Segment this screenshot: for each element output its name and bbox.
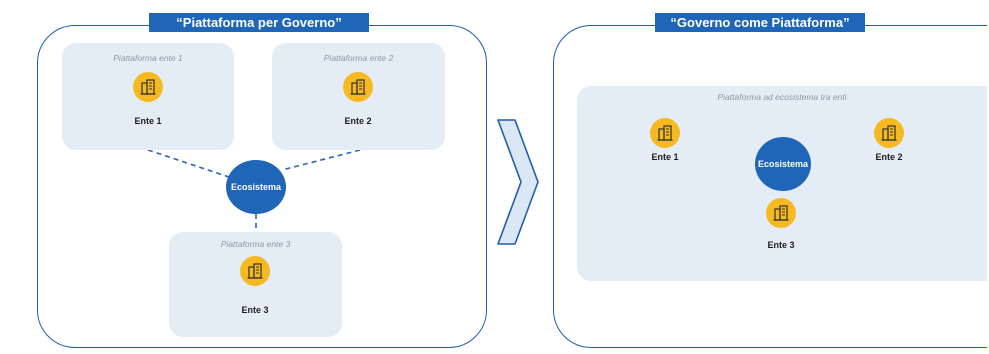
platform-label: Piattaforma ad ecosistema tra enti	[717, 92, 847, 102]
title-left: “Piattaforma per Governo”	[149, 13, 369, 32]
entity-label-ente-2: Ente 2	[875, 152, 903, 162]
building-icon	[766, 198, 796, 228]
entity-label-ente-1: Ente 1	[651, 152, 679, 162]
platform-label: Piattaforma ente 1	[113, 53, 183, 63]
link-ente2-ecosistema	[281, 149, 361, 171]
building-icon	[240, 256, 270, 286]
chevron-right-icon	[497, 119, 539, 245]
title-right: “Governo come Piattaforma”	[655, 13, 865, 32]
entity-label-ente-3: Ente 3	[241, 305, 269, 315]
link-ente1-ecosistema	[147, 149, 233, 179]
building-icon	[343, 72, 373, 102]
building-icon	[133, 72, 163, 102]
entity-label-ente-2: Ente 2	[344, 116, 372, 126]
entity-label-ente-3: Ente 3	[767, 240, 795, 250]
platform-label: Piattaforma ente 2	[323, 53, 394, 63]
entity-label-ente-1: Ente 1	[134, 116, 162, 126]
hub-ecosistema: Ecosistema	[226, 160, 286, 214]
building-icon	[874, 118, 904, 148]
building-icon	[650, 118, 680, 148]
hub-ecosistema: Ecosistema	[755, 137, 811, 191]
platform-label: Piattaforma ente 3	[220, 239, 291, 249]
